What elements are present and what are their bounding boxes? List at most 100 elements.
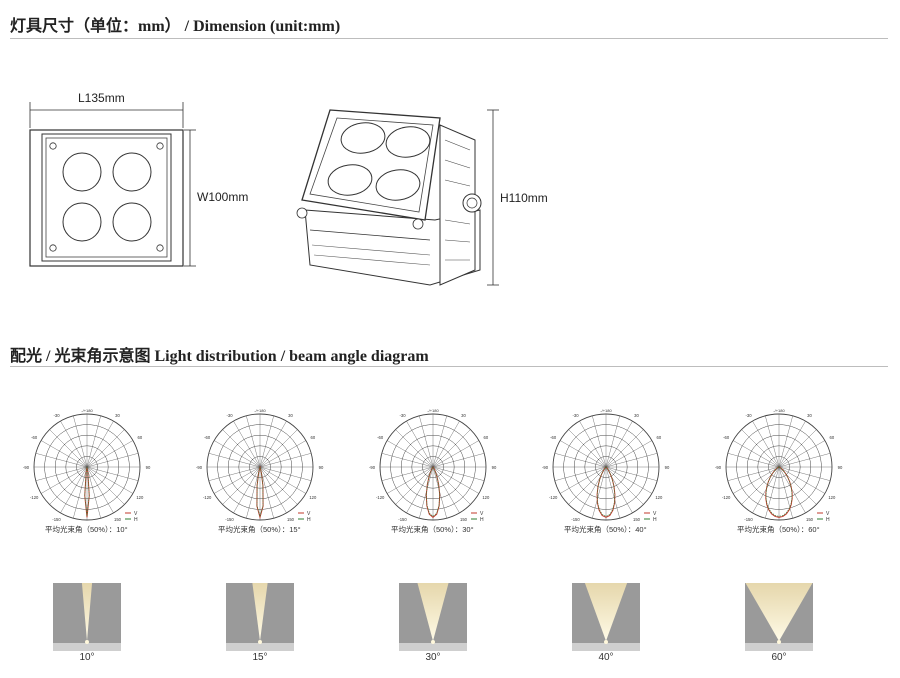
polar-grid-spoke bbox=[765, 415, 780, 468]
polar-tick-label: -/+180 bbox=[600, 408, 612, 413]
polar-tick-label: 30 bbox=[634, 413, 639, 418]
lens-icon bbox=[112, 152, 152, 192]
light-distribution-section-title: 配光 / 光束角示意图 Light distribution / beam an… bbox=[10, 348, 429, 365]
polar-tick-label: 150 bbox=[114, 517, 122, 522]
polar-grid-spoke bbox=[733, 440, 780, 468]
polar-tick-label: 90 bbox=[146, 465, 151, 470]
polar-tick-label: -/+180 bbox=[427, 408, 439, 413]
polar-tick-label: 90 bbox=[665, 465, 670, 470]
screw-icon bbox=[156, 142, 164, 150]
polar-grid-spoke bbox=[395, 466, 434, 505]
polar-tick-label: -90 bbox=[369, 465, 376, 470]
polar-tick-label: 150 bbox=[806, 517, 814, 522]
polar-tick-label: -120 bbox=[203, 495, 212, 500]
lens-icon bbox=[327, 164, 373, 196]
legend-label: H bbox=[134, 517, 138, 523]
polar-tick-label: -90 bbox=[196, 465, 203, 470]
screw-icon bbox=[296, 207, 308, 219]
polar-grid-spoke bbox=[554, 466, 607, 481]
polar-grid-spoke bbox=[752, 421, 780, 468]
polar-grid-spoke bbox=[432, 415, 447, 468]
polar-series-h bbox=[765, 466, 793, 517]
polar-grid-spoke bbox=[259, 429, 298, 468]
polar-grid-spoke bbox=[86, 466, 114, 513]
polar-tick-label: -120 bbox=[722, 495, 731, 500]
polar-grid-spoke bbox=[246, 415, 261, 468]
polar-grid-spoke bbox=[592, 466, 607, 519]
polar-grid-spoke bbox=[41, 440, 88, 468]
polar-grid-spoke bbox=[605, 466, 652, 494]
polar-tick-label: 120 bbox=[655, 495, 663, 500]
beam-cone bbox=[584, 583, 628, 641]
polar-grid-spoke bbox=[222, 429, 261, 468]
light-source-icon bbox=[604, 640, 608, 644]
polar-tick-label: -30 bbox=[226, 413, 233, 418]
polar-tick-label: 60 bbox=[310, 435, 315, 440]
heatsink-fins bbox=[439, 124, 476, 286]
polar-grid-spoke bbox=[222, 466, 261, 505]
polar-grid-spoke bbox=[560, 466, 607, 494]
polar-series-h bbox=[256, 466, 264, 518]
beam-floor bbox=[572, 643, 640, 651]
polar-tick-label: -90 bbox=[23, 465, 30, 470]
beam-illustration bbox=[399, 583, 467, 651]
polar-grid-spoke bbox=[605, 466, 620, 519]
length-label: L135mm bbox=[78, 91, 125, 105]
beam-illustration bbox=[572, 583, 640, 651]
polar-tick-label: -30 bbox=[53, 413, 60, 418]
height-label: H110mm bbox=[500, 191, 548, 205]
legend-label: H bbox=[826, 517, 830, 523]
polar-grid-spoke bbox=[381, 453, 434, 468]
polar-grid-spoke bbox=[395, 429, 434, 468]
polar-grid-spoke bbox=[73, 466, 88, 519]
polar-tick-label: -/+180 bbox=[254, 408, 266, 413]
legend-label: H bbox=[307, 517, 311, 523]
polar-series-h bbox=[426, 466, 440, 517]
polar-tick-label: -30 bbox=[572, 413, 579, 418]
polar-grid-spoke bbox=[432, 466, 485, 481]
polar-grid-spoke bbox=[259, 466, 298, 505]
legend-label: V bbox=[653, 511, 657, 517]
light-source-icon bbox=[85, 640, 89, 644]
beam-angle-caption: 平均光束角（50%）：40° bbox=[564, 525, 647, 534]
polar-tick-label: 120 bbox=[136, 495, 144, 500]
polar-grid-spoke bbox=[560, 440, 607, 468]
polar-grid-spoke bbox=[432, 466, 460, 513]
beam-angle-label: 15° bbox=[252, 652, 268, 663]
light-source-icon bbox=[258, 640, 262, 644]
polar-series-h bbox=[596, 466, 616, 517]
legend-label: V bbox=[826, 511, 830, 517]
lens-icon bbox=[112, 202, 152, 242]
polar-tick-label: -90 bbox=[542, 465, 549, 470]
lens-icon bbox=[340, 122, 386, 154]
polar-grid-spoke bbox=[35, 453, 88, 468]
polar-tick-label: 120 bbox=[309, 495, 317, 500]
beam-cone bbox=[745, 583, 813, 641]
legend-label: V bbox=[134, 511, 138, 517]
polar-grid-spoke bbox=[60, 466, 88, 513]
polar-grid-spoke bbox=[605, 466, 644, 505]
beam-floor bbox=[53, 643, 121, 651]
polar-grid-spoke bbox=[86, 466, 139, 481]
screw-icon bbox=[49, 244, 57, 252]
polar-grid-spoke bbox=[778, 421, 806, 468]
polar-grid-spoke bbox=[259, 466, 306, 494]
polar-grid-spoke bbox=[778, 429, 817, 468]
screw-icon bbox=[412, 218, 424, 230]
polar-grid-spoke bbox=[86, 415, 101, 468]
polar-tick-label: 60 bbox=[656, 435, 661, 440]
polar-grid-spoke bbox=[579, 421, 607, 468]
width-label: W100mm bbox=[197, 190, 249, 204]
beam-angle-caption: 平均光束角（50%）：10° bbox=[45, 525, 128, 534]
polar-grid-spoke bbox=[605, 466, 658, 481]
polar-grid-spoke bbox=[259, 421, 287, 468]
polar-grid-spoke bbox=[259, 466, 274, 519]
beam-illustration bbox=[226, 583, 294, 651]
polar-tick-label: 150 bbox=[287, 517, 295, 522]
polar-tick-label: 150 bbox=[460, 517, 468, 522]
beam-floor bbox=[745, 643, 813, 651]
polar-tick-label: 30 bbox=[461, 413, 466, 418]
